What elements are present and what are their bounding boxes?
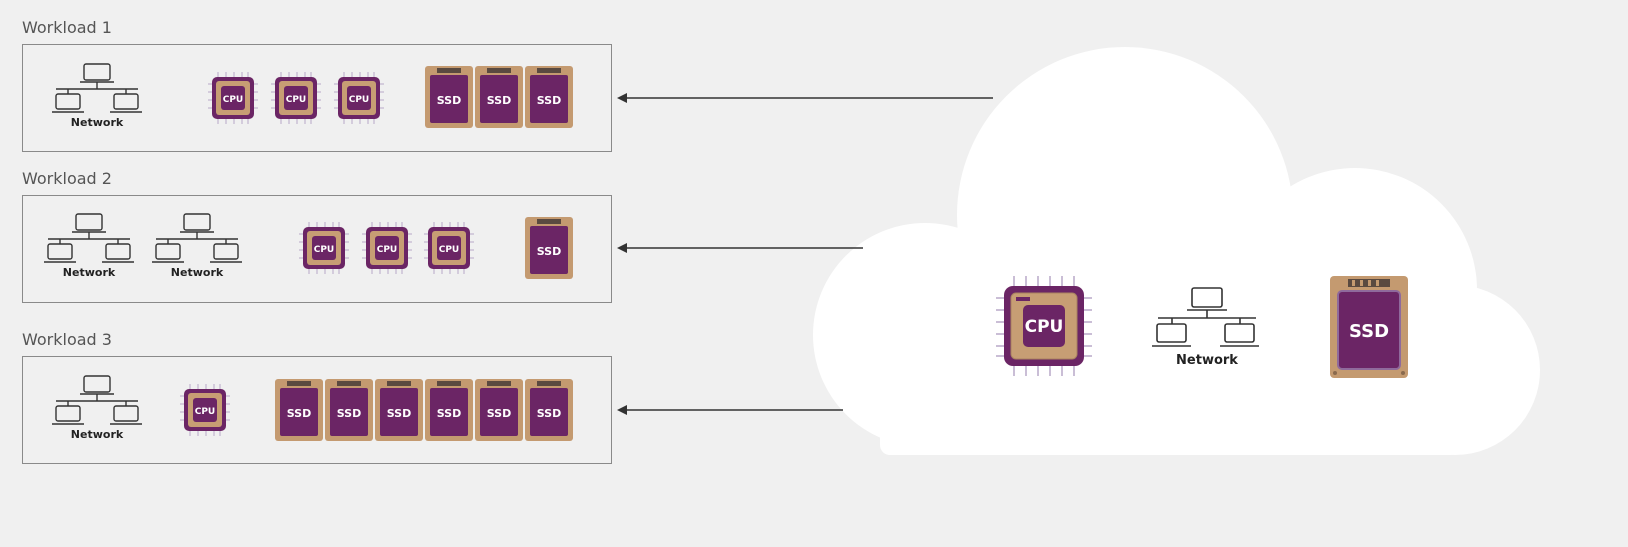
ssd-drive-icon: SSD	[525, 379, 573, 445]
ssd-label: SSD	[537, 245, 561, 258]
cloud-network-topology-icon: Network	[1152, 286, 1262, 374]
network-label: Network	[71, 428, 124, 441]
ssd-drive-icon: SSD	[475, 379, 523, 445]
network-topology-icon: Network	[44, 212, 136, 286]
network-topology-icon: Network	[52, 374, 144, 448]
ssd-drive-icon: SSD	[275, 379, 323, 445]
cpu-label: CPU	[349, 95, 370, 105]
ssd-label: SSD	[537, 407, 561, 420]
ssd-drive-icon: SSD	[425, 66, 473, 132]
cpu-chip-icon: CPU	[271, 72, 321, 128]
workload-1-title: Workload 1	[22, 18, 112, 37]
workload-2-box	[22, 195, 612, 303]
ssd-label: SSD	[487, 94, 511, 107]
cloud-ssd-drive-icon: SSD	[1330, 276, 1408, 382]
cpu-label: CPU	[314, 245, 335, 255]
network-topology-icon: Network	[52, 62, 144, 136]
cloud-cpu-chip-icon: CPU	[996, 276, 1092, 380]
cpu-chip-icon: CPU	[362, 222, 412, 278]
cpu-chip-icon: CPU	[180, 384, 230, 440]
cloud-ssd-label: SSD	[1349, 321, 1389, 342]
ssd-label: SSD	[337, 407, 361, 420]
ssd-drive-icon: SSD	[375, 379, 423, 445]
cpu-chip-icon: CPU	[208, 72, 258, 128]
arrow-left-icon	[617, 243, 863, 253]
network-label: Network	[71, 116, 124, 129]
ssd-drive-icon: SSD	[325, 379, 373, 445]
ssd-drive-icon: SSD	[525, 66, 573, 132]
cloud-network-label: Network	[1176, 353, 1238, 368]
ssd-label: SSD	[437, 407, 461, 420]
workload-3-box	[22, 356, 612, 464]
ssd-label: SSD	[387, 407, 411, 420]
network-topology-icon: Network	[152, 212, 244, 286]
workload-2-title: Workload 2	[22, 169, 112, 188]
cpu-chip-icon: CPU	[424, 222, 474, 278]
network-label: Network	[63, 266, 116, 279]
workload-3-title: Workload 3	[22, 330, 112, 349]
ssd-label: SSD	[537, 94, 561, 107]
arrow-left-icon	[617, 405, 843, 415]
cpu-label: CPU	[195, 407, 216, 417]
cpu-label: CPU	[223, 95, 244, 105]
ssd-label: SSD	[287, 407, 311, 420]
ssd-label: SSD	[437, 94, 461, 107]
network-label: Network	[171, 266, 224, 279]
workload-1-box	[22, 44, 612, 152]
ssd-label: SSD	[487, 407, 511, 420]
cpu-label: CPU	[286, 95, 307, 105]
cpu-chip-icon: CPU	[334, 72, 384, 128]
cpu-chip-icon: CPU	[299, 222, 349, 278]
ssd-drive-icon: SSD	[475, 66, 523, 132]
cpu-label: CPU	[377, 245, 398, 255]
cpu-label: CPU	[439, 245, 460, 255]
arrow-left-icon	[617, 93, 993, 103]
ssd-drive-icon: SSD	[425, 379, 473, 445]
cloud-cpu-label: CPU	[1025, 317, 1064, 337]
ssd-drive-icon: SSD	[525, 217, 573, 283]
